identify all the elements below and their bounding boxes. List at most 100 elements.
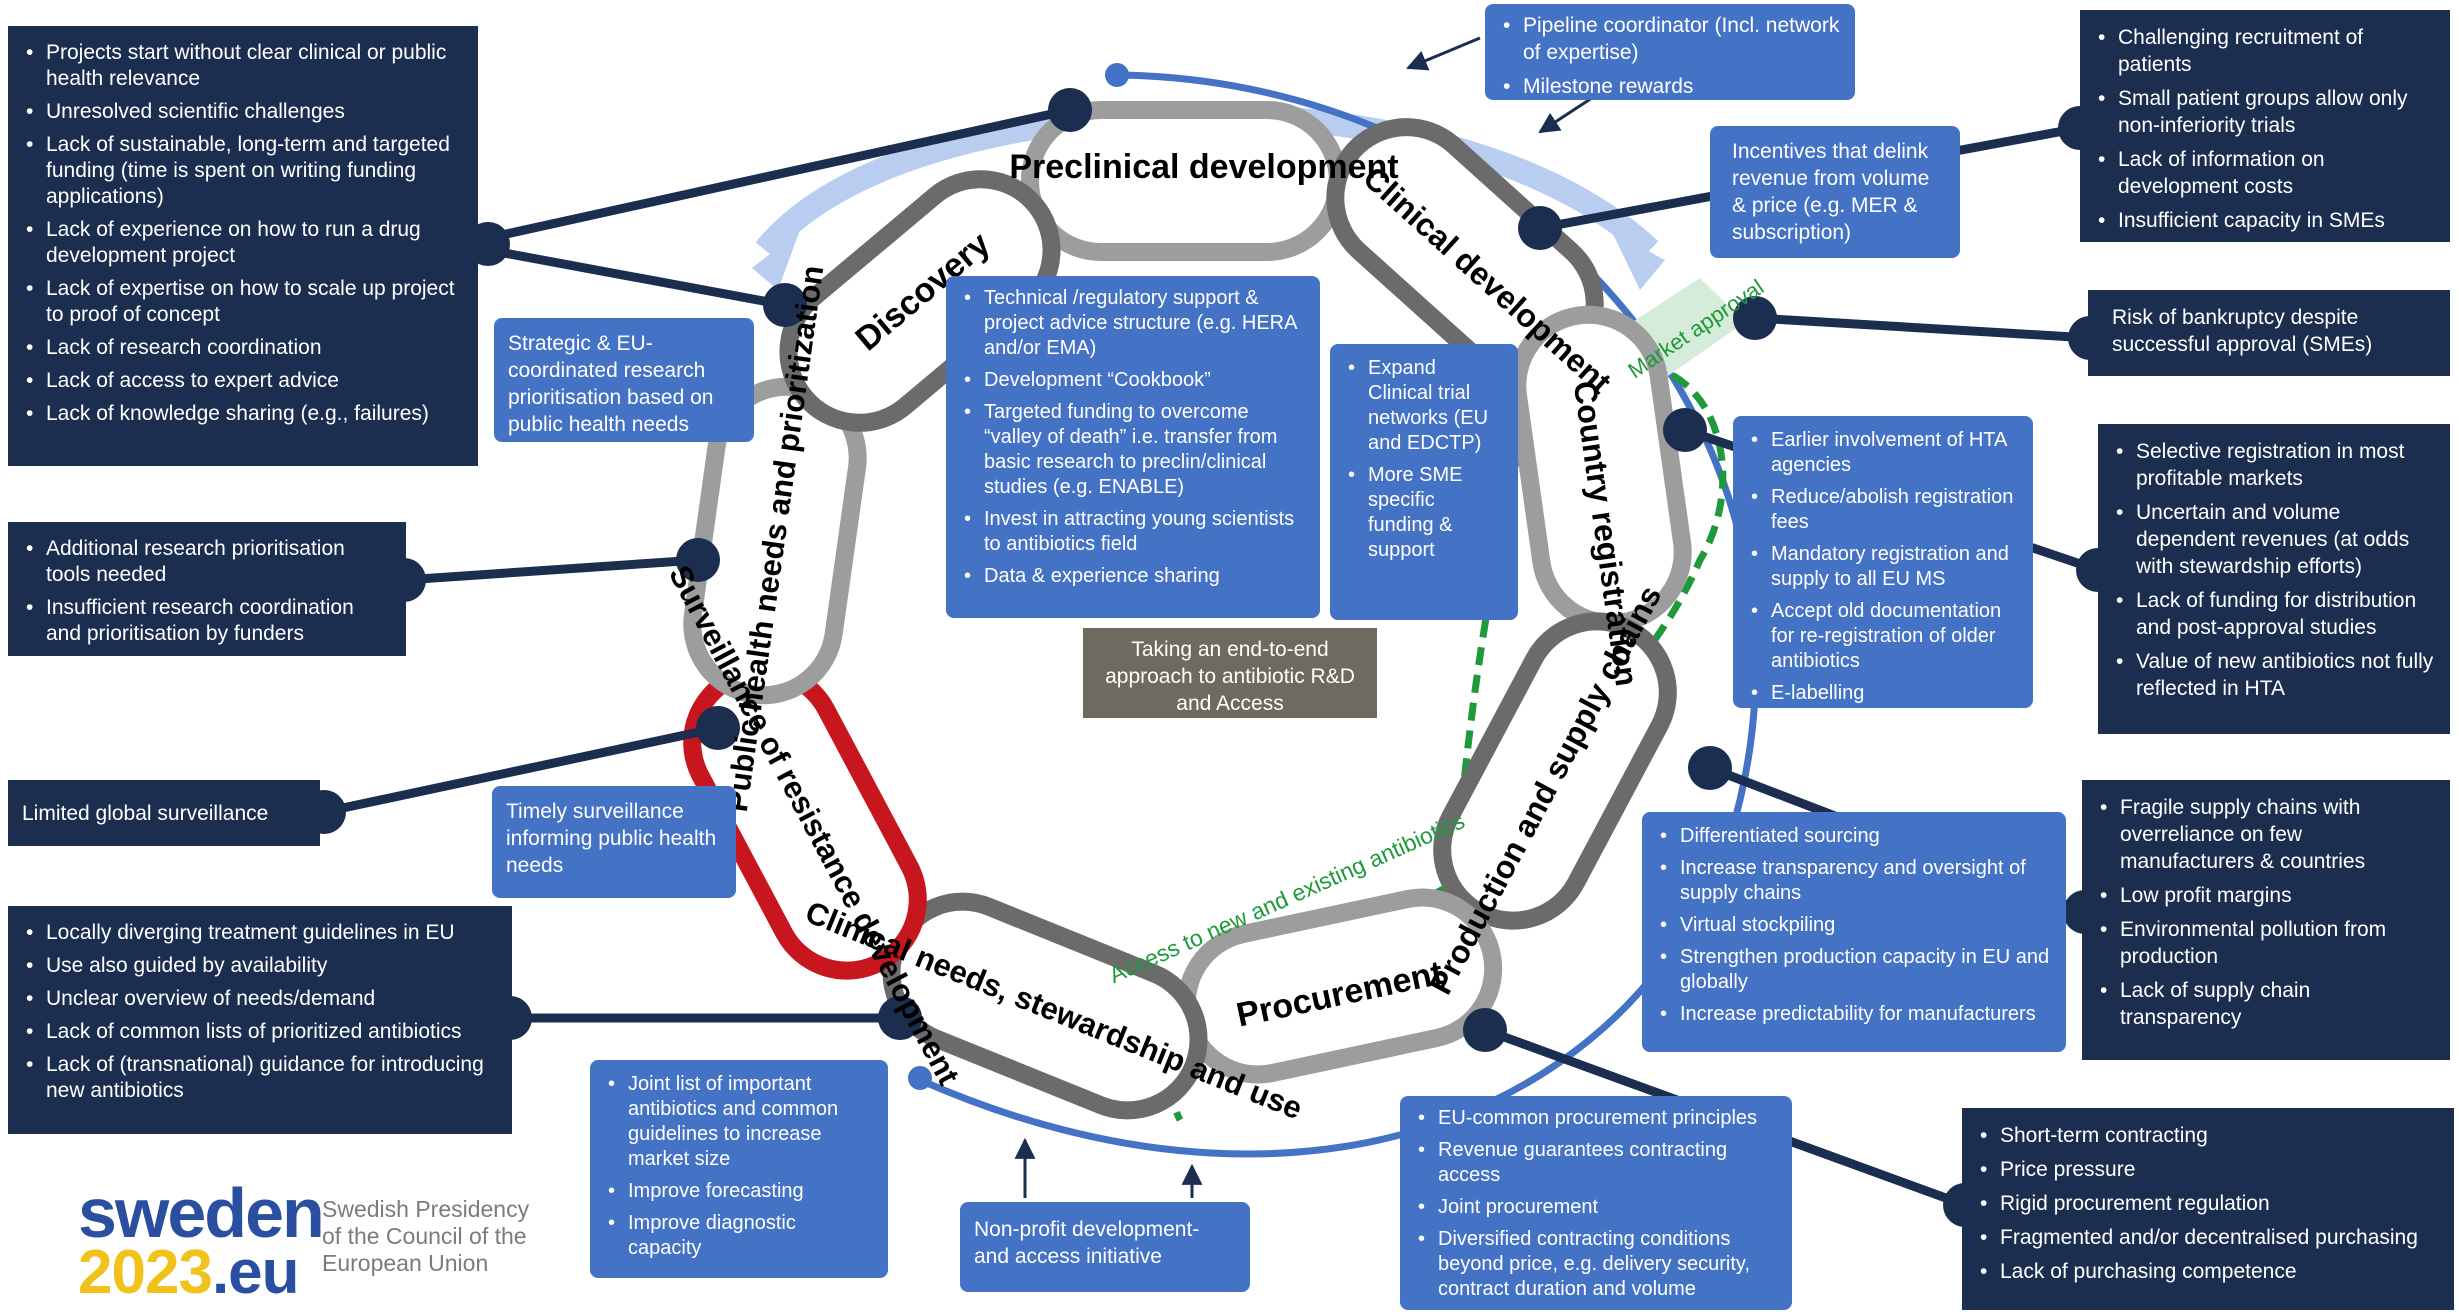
bullet-item: Increase predictability for manufacturer… (1656, 1002, 2052, 1027)
bullet-item: Milestone rewards (1499, 73, 1841, 100)
solutions-expand-list: Expand Clinical trial networks (EU and E… (1344, 356, 1504, 563)
surveillance-challenge-text: Limited global surveillance (22, 802, 269, 825)
bullet-item: Revenue guarantees contracting access (1414, 1138, 1778, 1188)
nonprofit-text: Non-profit development- and access initi… (974, 1218, 1200, 1268)
logo-wordmark-bottom: 2023.eu (78, 1242, 323, 1304)
bullet-item: Strengthen production capacity in EU and… (1656, 945, 2052, 995)
bullet-item: Fragmented and/or decentralised purchasi… (1976, 1224, 2438, 1251)
box-technical-support: Technical /regulatory support & project … (946, 276, 1320, 618)
box-prioritisation-challenges: Additional research prioritisation tools… (8, 522, 406, 656)
box-registration-challenges: Selective registration in most profitabl… (2098, 424, 2450, 734)
box-pipeline: Pipeline coordinator (Incl. network of e… (1485, 4, 1855, 100)
box-sourcing: Differentiated sourcingIncrease transpar… (1642, 812, 2066, 1052)
bullet-item: Development “Cookbook” (960, 368, 1306, 393)
bullet-item: Improve forecasting (604, 1179, 874, 1204)
end-to-end-text: Taking an end-to-end approach to antibio… (1105, 638, 1355, 715)
box-bankruptcy-challenge: Risk of bankruptcy despite successful ap… (2088, 290, 2450, 376)
bullet-item: Joint list of important antibiotics and … (604, 1072, 874, 1172)
conn-research-1 (487, 105, 1071, 243)
bullet-item: Lack of common lists of prioritized anti… (22, 1019, 496, 1045)
dot-prioritisation (676, 538, 720, 582)
box-clinical-challenges: Challenging recruitment of patientsSmall… (2080, 10, 2450, 242)
dot-guidelines (878, 996, 922, 1040)
solutions-hta-list: Earlier involvement of HTA agenciesReduc… (1747, 428, 2019, 706)
bullet-item: EU-common procurement principles (1414, 1106, 1778, 1131)
label-preclinical: Preclinical development (1009, 148, 1398, 186)
bullet-item: More SME specific funding & support (1344, 463, 1504, 563)
pale-arrowhead-left (752, 230, 800, 290)
right-boxes-registration-list: Selective registration in most profitabl… (2112, 438, 2434, 702)
bullet-item: E-labelling (1747, 681, 2019, 706)
solutions-pipeline-list: Pipeline coordinator (Incl. network of e… (1499, 12, 1841, 100)
conn-bankruptcy (1754, 313, 2091, 343)
bullet-item: Price pressure (1976, 1156, 2438, 1183)
solutions-eu-procurement-list: EU-common procurement principlesRevenue … (1414, 1106, 1778, 1302)
bullet-item: Locally diverging treatment guidelines i… (22, 920, 496, 946)
bullet-item: Virtual stockpiling (1656, 913, 2052, 938)
bullet-item: Lack of access to expert advice (22, 368, 462, 394)
logo-tld: .eu (211, 1238, 300, 1307)
bullet-item: Selective registration in most profitabl… (2112, 438, 2434, 492)
logo-wordmark-top: sweden (78, 1174, 325, 1252)
bullet-item: Insufficient research coordination and p… (22, 595, 390, 647)
bullet-item: Short-term contracting (1976, 1122, 2438, 1149)
dot-procurement (1463, 1008, 1507, 1052)
bullet-item: Accept old documentation for re-registra… (1747, 599, 2019, 674)
solutions-sourcing-list: Differentiated sourcingIncrease transpar… (1656, 824, 2052, 1027)
box-nonprofit: Non-profit development- and access initi… (960, 1202, 1250, 1292)
dot-supply (1688, 746, 1732, 790)
conn-prioritisation (403, 555, 699, 585)
right-boxes-supply-list: Fragile supply chains with overreliance … (2096, 794, 2434, 1031)
ring-pills (683, 101, 1692, 1120)
box-strategic: Strategic & EU-coordinated research prio… (494, 318, 754, 442)
bankruptcy-text: Risk of bankruptcy despite successful ap… (2112, 306, 2373, 356)
bullet-item: Use also guided by availability (22, 953, 496, 979)
box-guideline-challenges: Locally diverging treatment guidelines i… (8, 906, 512, 1134)
bullet-item: Lack of supply chain transparency (2096, 977, 2434, 1031)
bullet-item: Expand Clinical trial networks (EU and E… (1344, 356, 1504, 456)
bullet-item: Fragile supply chains with overreliance … (2096, 794, 2434, 875)
solutions-technical-list: Technical /regulatory support & project … (960, 286, 1306, 589)
logo-year: 2023 (78, 1238, 213, 1307)
bullet-item: Rigid procurement regulation (1976, 1190, 2438, 1217)
bullet-item: Targeted funding to overcome “valley of … (960, 400, 1306, 500)
bullet-item: Environmental pollution from production (2096, 916, 2434, 970)
bullet-item: Mandatory registration and supply to all… (1747, 542, 2019, 592)
bullet-item: Reduce/abolish registration fees (1747, 485, 2019, 535)
strategic-text: Strategic & EU-coordinated research prio… (508, 332, 714, 436)
dot-recruitment (1518, 206, 1562, 250)
pale-arrowhead-right (1612, 232, 1665, 290)
bullet-item: Lack of expertise on how to scale up pro… (22, 276, 462, 328)
arrow-pipeline-out (1538, 94, 1596, 134)
conn-surveillance (323, 723, 719, 817)
arc-end-dot (908, 1066, 932, 1090)
bullet-item: Differentiated sourcing (1656, 824, 2052, 849)
dot-registration (1663, 408, 1707, 452)
bullet-item: Lack of information on development costs (2094, 146, 2434, 200)
bullet-item: Uncertain and volume dependent revenues … (2112, 499, 2434, 580)
bullet-item: Additional research prioritisation tools… (22, 536, 390, 588)
box-eu-procurement: EU-common procurement principlesRevenue … (1400, 1096, 1792, 1310)
bullet-item: Small patient groups allow only non-infe… (2094, 85, 2434, 139)
pill-production (1433, 612, 1677, 930)
dot-research-discovery (763, 283, 807, 327)
solutions-joint-list-list: Joint list of important antibiotics and … (604, 1072, 874, 1261)
bullet-item: Low profit margins (2096, 882, 2434, 909)
right-boxes-procurement-list: Short-term contractingPrice pressureRigi… (1976, 1122, 2438, 1285)
box-surveillance-challenge: Limited global surveillance (8, 780, 320, 846)
bullet-item: Unclear overview of needs/demand (22, 986, 496, 1012)
dot-research-top (1048, 88, 1092, 132)
timely-text: Timely surveillance informing public hea… (506, 800, 717, 877)
bullet-item: Projects start without clear clinical or… (22, 40, 462, 92)
bullet-item: Data & experience sharing (960, 564, 1306, 589)
bullet-item: Lack of purchasing competence (1976, 1258, 2438, 1285)
bullet-item: Lack of sustainable, long-term and targe… (22, 132, 462, 210)
box-end-to-end: Taking an end-to-end approach to antibio… (1083, 628, 1377, 718)
bullet-item: Challenging recruitment of patients (2094, 24, 2434, 78)
arrow-pipeline-in (1406, 36, 1481, 71)
box-joint-list: Joint list of important antibiotics and … (590, 1060, 888, 1278)
conn-research-2 (487, 245, 786, 310)
bullet-item: Lack of funding for distribution and pos… (2112, 587, 2434, 641)
box-hta: Earlier involvement of HTA agenciesReduc… (1733, 416, 2033, 708)
